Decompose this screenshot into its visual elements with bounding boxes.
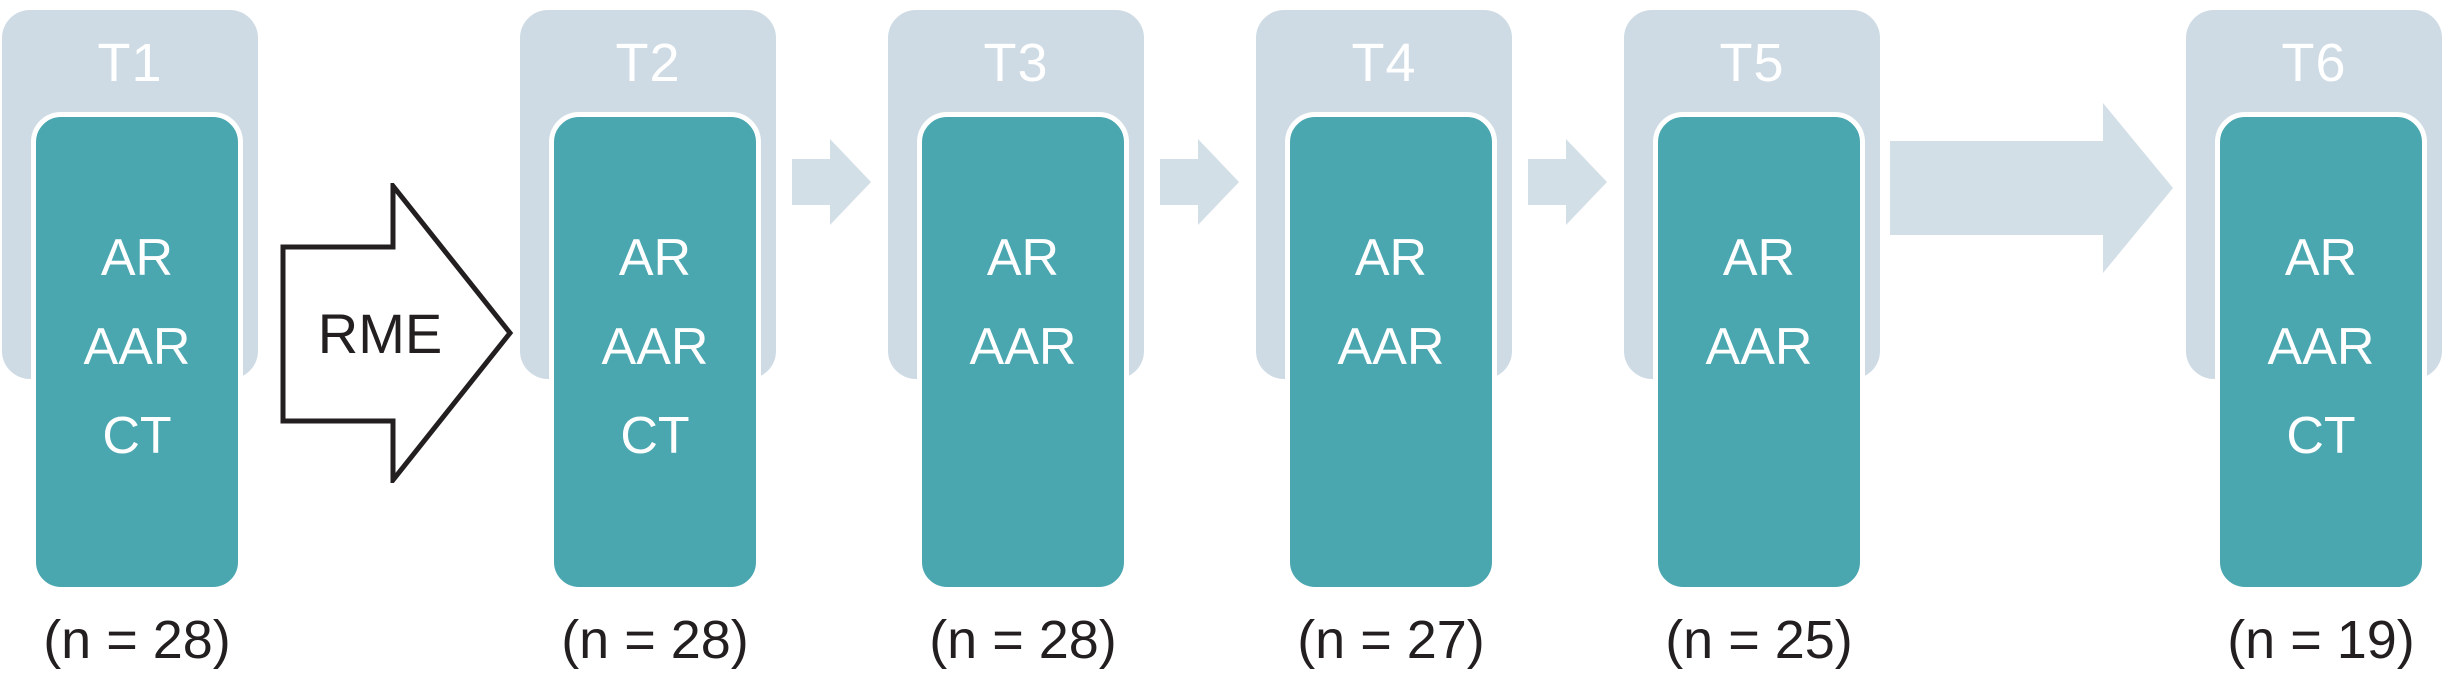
stage-t4: T4 AR AAR (n = 27)	[1256, 0, 1512, 673]
assessment-item: AR	[100, 229, 174, 287]
assessment-item: CT	[620, 407, 690, 465]
assessment-item: AR	[618, 229, 692, 287]
rme-arrow-icon	[280, 183, 514, 483]
sample-size-label: (n = 27)	[1297, 610, 1485, 670]
stage-t3: T3 AR AAR (n = 28)	[888, 0, 1144, 673]
sample-size-label: (n = 25)	[1665, 610, 1853, 670]
assessment-box: AR AAR	[1285, 112, 1497, 592]
assessment-box: AR AAR	[1653, 112, 1865, 592]
assessment-box: AR AAR CT	[2215, 112, 2427, 592]
assessment-item: AAR	[601, 318, 709, 376]
assessment-box: AR AAR CT	[549, 112, 761, 592]
timepoint-label: T4	[1351, 33, 1417, 93]
long-flow-arrow-icon	[1890, 103, 2173, 273]
stage-t2: T2 AR AAR CT (n = 28)	[520, 0, 776, 673]
assessment-item: AAR	[1337, 318, 1445, 376]
sample-size-label: (n = 28)	[561, 610, 749, 670]
assessment-box: AR AAR	[917, 112, 1129, 592]
timepoint-label: T5	[1719, 33, 1785, 93]
sample-size-label: (n = 19)	[2227, 610, 2415, 670]
timepoint-label: T3	[983, 33, 1049, 93]
timepoint-label: T6	[2281, 33, 2347, 93]
assessment-item: AR	[986, 229, 1060, 287]
stage-t5: T5 AR AAR (n = 25)	[1624, 0, 1880, 673]
assessment-item: AR	[2284, 229, 2358, 287]
assessment-item: AAR	[83, 318, 191, 376]
timepoint-label: T2	[615, 33, 681, 93]
assessment-item: CT	[102, 407, 172, 465]
stage-t6: T6 AR AAR CT (n = 19)	[2186, 0, 2442, 673]
rme-label: RME	[317, 302, 443, 365]
assessment-item: AAR	[1705, 318, 1813, 376]
flow-arrow-icon	[1160, 139, 1239, 225]
sample-size-label: (n = 28)	[43, 610, 231, 670]
stage-t1: T1 AR AAR CT (n = 28)	[2, 0, 258, 673]
flow-arrow-icon	[1528, 139, 1607, 225]
sample-size-label: (n = 28)	[929, 610, 1117, 670]
assessment-item: CT	[2286, 407, 2356, 465]
assessment-item: AAR	[969, 318, 1077, 376]
assessment-item: AR	[1722, 229, 1796, 287]
assessment-box: AR AAR CT	[31, 112, 243, 592]
timepoint-label: T1	[97, 33, 163, 93]
assessment-item: AR	[1354, 229, 1428, 287]
flow-arrow-icon	[792, 139, 871, 225]
assessment-item: AAR	[2267, 318, 2375, 376]
